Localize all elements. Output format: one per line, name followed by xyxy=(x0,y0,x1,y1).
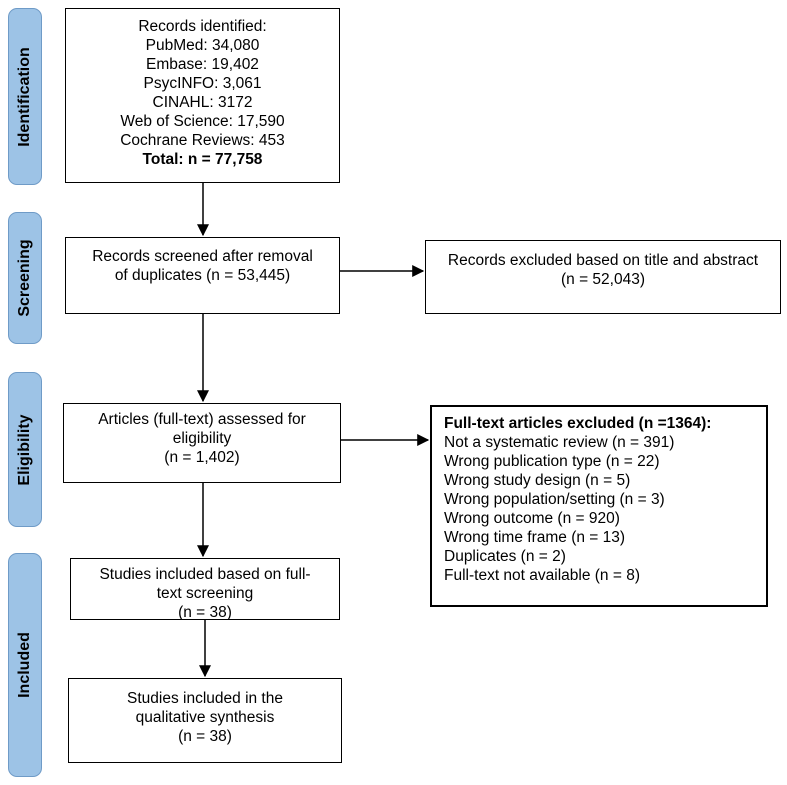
studies-included-fulltext-line3: (n = 38) xyxy=(178,604,232,620)
source-cochrane: Cochrane Reviews: 453 xyxy=(120,132,285,149)
qualitative-synthesis-line1: Studies included in the xyxy=(127,690,283,707)
records-screened-line1: Records screened after removal xyxy=(92,248,313,265)
phase-included: Included xyxy=(8,553,42,777)
exclusion-reason: Wrong outcome (n = 920) xyxy=(444,510,620,527)
exclusion-reason: Wrong population/setting (n = 3) xyxy=(444,491,665,508)
phase-screening: Screening xyxy=(8,212,42,344)
exclusion-reason: Wrong study design (n = 5) xyxy=(444,472,631,489)
studies-included-fulltext-box: Studies included based on full- text scr… xyxy=(70,558,340,620)
records-excluded-box: Records excluded based on title and abst… xyxy=(425,240,781,314)
studies-included-fulltext-line1: Studies included based on full- xyxy=(99,566,311,583)
records-identified-box: Records identified: PubMed: 34,080 Embas… xyxy=(65,8,340,183)
exclusion-reason: Full-text not available (n = 8) xyxy=(444,567,640,584)
fulltext-excluded-heading: Full-text articles excluded (n =1364): xyxy=(444,415,712,432)
fulltext-excluded-box: Full-text articles excluded (n =1364): N… xyxy=(430,405,768,607)
exclusion-reason: Wrong time frame (n = 13) xyxy=(444,529,626,546)
records-screened-line2: of duplicates (n = 53,445) xyxy=(114,267,291,284)
source-psycinfo: PsycINFO: 3,061 xyxy=(143,75,262,92)
source-embase: Embase: 19,402 xyxy=(146,56,259,73)
source-web-of-science: Web of Science: 17,590 xyxy=(120,113,285,130)
qualitative-synthesis-line2: qualitative synthesis xyxy=(135,709,275,726)
source-cinahl: CINAHL: 3172 xyxy=(152,94,253,111)
records-excluded-line1: Records excluded based on title and abst… xyxy=(447,252,759,269)
records-screened-box: Records screened after removal of duplic… xyxy=(65,237,340,314)
qualitative-synthesis-box: Studies included in the qualitative synt… xyxy=(68,678,342,763)
fulltext-assessed-line2: eligibility xyxy=(172,430,232,447)
records-excluded-line2: (n = 52,043) xyxy=(560,271,646,288)
records-identified-heading: Records identified: xyxy=(138,18,267,35)
phase-identification: Identification xyxy=(8,8,42,185)
records-total: Total: n = 77,758 xyxy=(142,151,263,168)
exclusion-reason: Duplicates (n = 2) xyxy=(444,548,566,565)
qualitative-synthesis-line3: (n = 38) xyxy=(178,728,232,745)
exclusion-reason: Wrong publication type (n = 22) xyxy=(444,453,660,470)
phase-eligibility: Eligibility xyxy=(8,372,42,527)
studies-included-fulltext-line2: text screening xyxy=(156,585,254,602)
fulltext-assessed-line3: (n = 1,402) xyxy=(164,449,240,466)
source-pubmed: PubMed: 34,080 xyxy=(145,37,260,54)
fulltext-assessed-box: Articles (full-text) assessed for eligib… xyxy=(63,403,341,483)
exclusion-reason: Not a systematic review (n = 391) xyxy=(444,434,675,451)
fulltext-assessed-line1: Articles (full-text) assessed for xyxy=(98,411,306,428)
